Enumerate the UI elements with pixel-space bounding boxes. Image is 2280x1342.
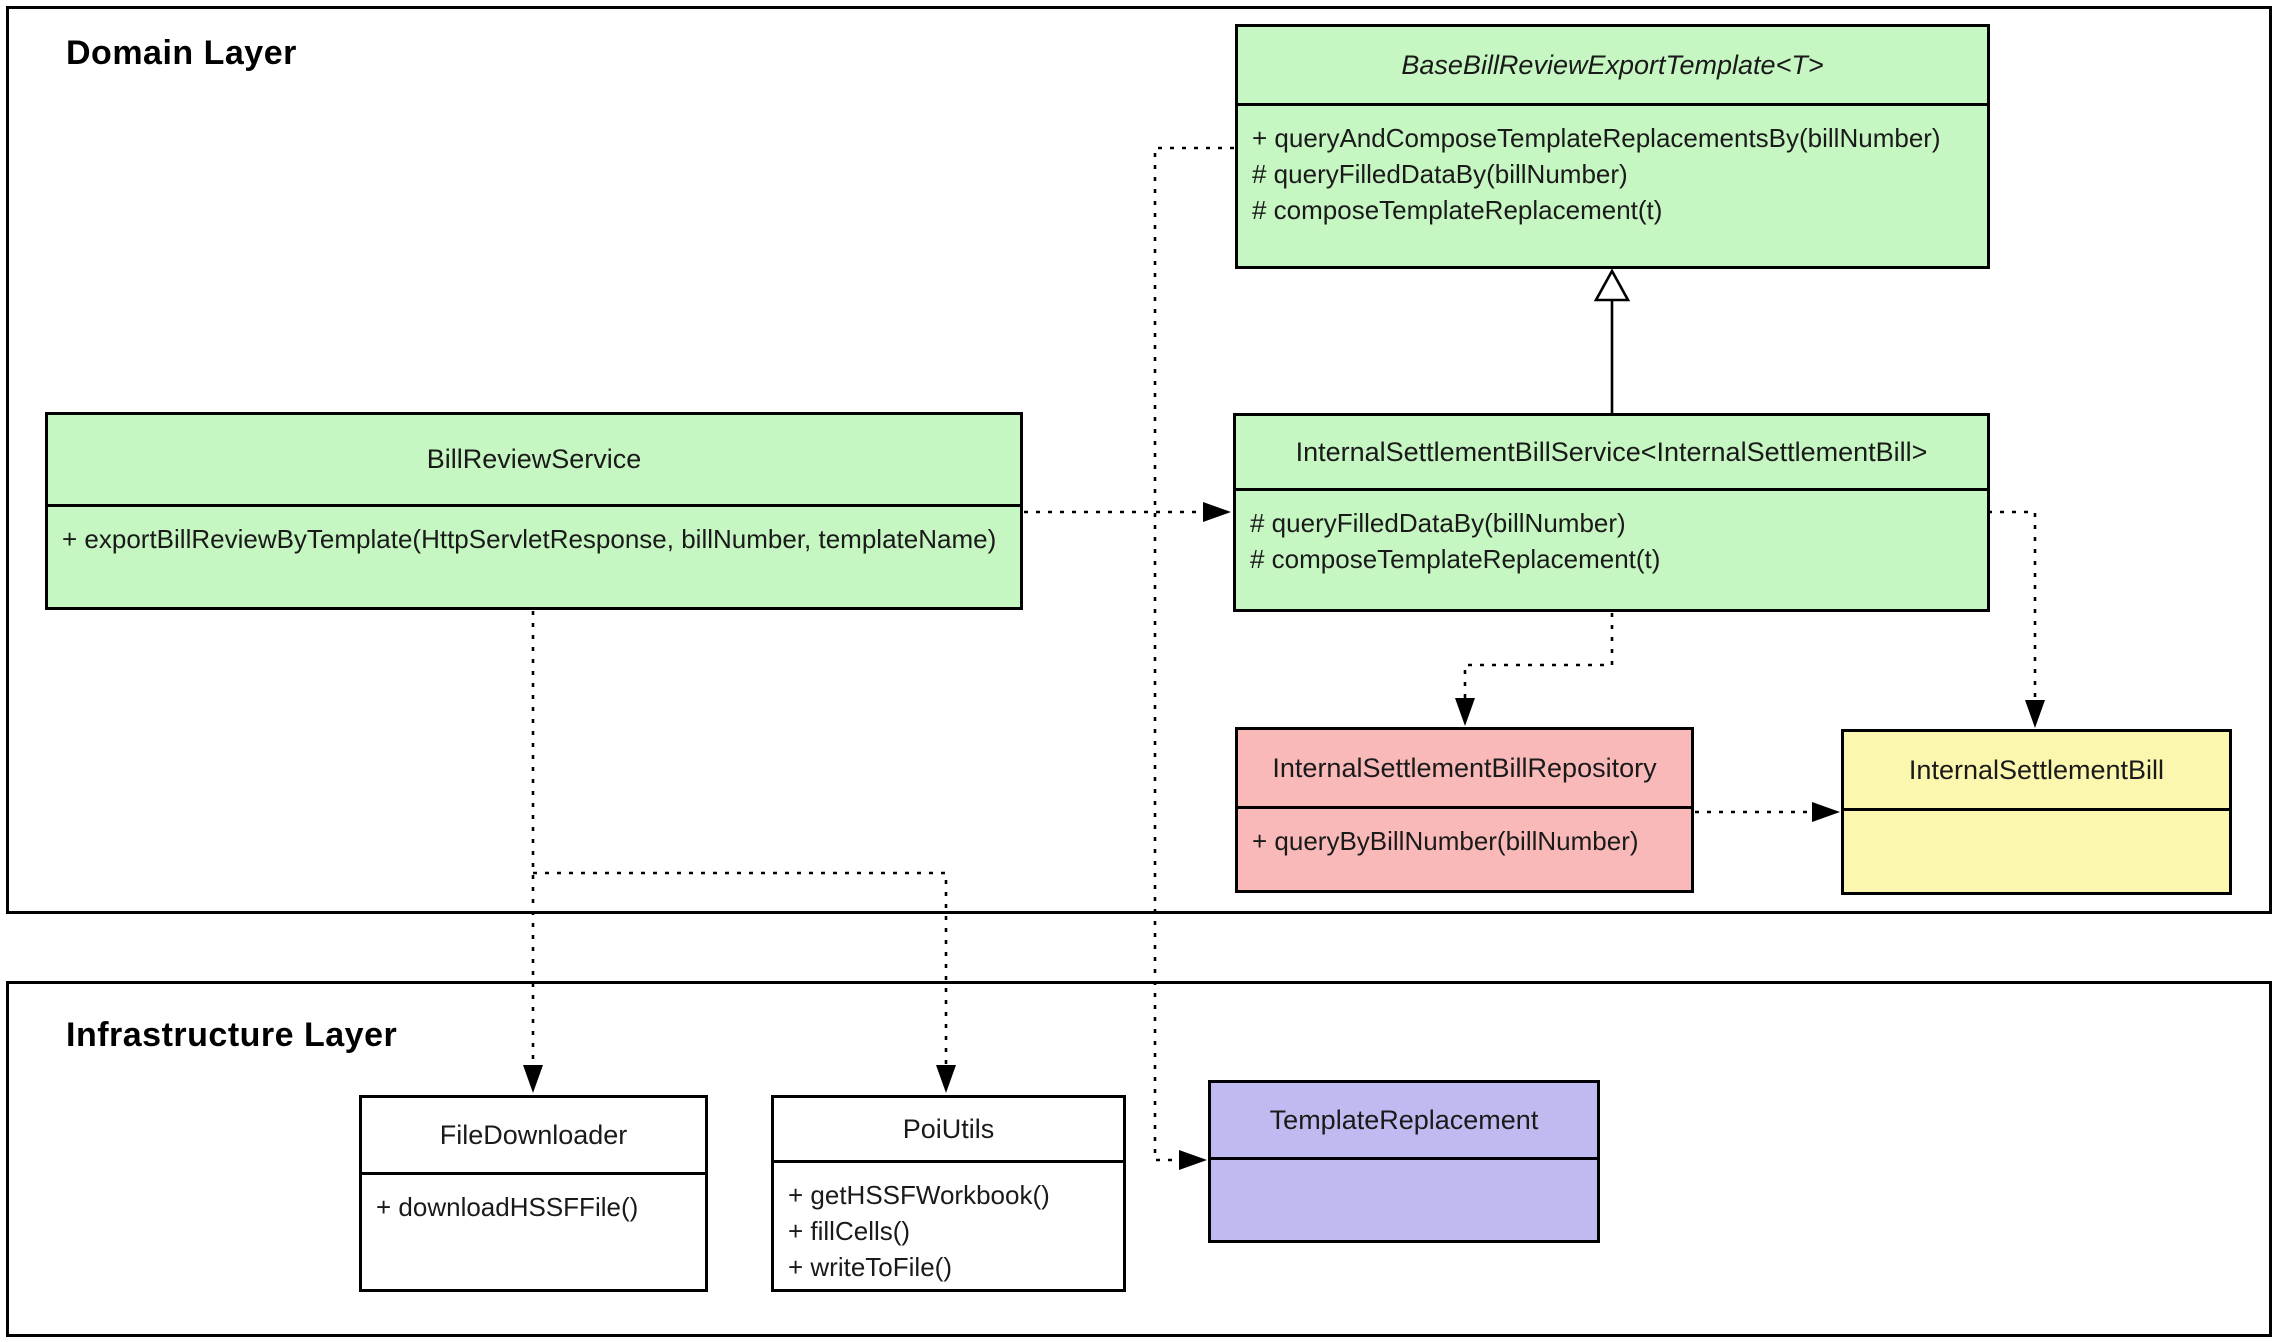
infrastructure-layer-frame xyxy=(6,981,2272,1337)
class-title: FileDownloader xyxy=(362,1098,705,1175)
class-title: InternalSettlementBill xyxy=(1844,732,2229,811)
class-title: PoiUtils xyxy=(774,1098,1123,1163)
method-entry: + getHSSFWorkbook() xyxy=(788,1180,1050,1210)
method-entry: # composeTemplateReplacement(t) xyxy=(1252,195,1663,225)
dependency-edge-billreviewservice-to-service xyxy=(1024,502,1231,522)
class-base-bill-review-export-template: BaseBillReviewExportTemplate<T> + queryA… xyxy=(1235,24,1990,269)
class-internal-settlement-bill: InternalSettlementBill xyxy=(1841,729,2232,895)
method-entry: + fillCells() xyxy=(788,1216,911,1246)
dependency-edge-service-to-bill xyxy=(1988,510,2045,728)
class-methods xyxy=(1211,1160,1597,1240)
infrastructure-layer-label: Infrastructure Layer xyxy=(66,1016,398,1054)
class-methods: + getHSSFWorkbook() + fillCells() + writ… xyxy=(774,1163,1123,1289)
method-entry: # queryFilledDataBy(billNumber) xyxy=(1250,508,1626,538)
dependency-edge-repository-to-bill xyxy=(1695,802,1840,822)
class-title: InternalSettlementBillRepository xyxy=(1238,730,1691,809)
dependency-edge-service-to-repository xyxy=(1455,613,1614,726)
method-entry: # queryFilledDataBy(billNumber) xyxy=(1252,159,1628,189)
method-entry: + queryByBillNumber(billNumber) xyxy=(1252,826,1639,856)
dependency-edge-billreviewservice-to-poiutils xyxy=(533,871,956,1093)
class-internal-settlement-bill-service: InternalSettlementBillService<InternalSe… xyxy=(1233,413,1990,612)
inheritance-edge-service-to-base xyxy=(1593,268,1631,413)
class-methods: + queryByBillNumber(billNumber) xyxy=(1238,809,1691,890)
class-methods: # queryFilledDataBy(billNumber) # compos… xyxy=(1236,491,1987,609)
class-methods: + exportBillReviewByTemplate(HttpServlet… xyxy=(48,507,1020,607)
class-internal-settlement-bill-repository: InternalSettlementBillRepository + query… xyxy=(1235,727,1694,893)
method-entry: + queryAndComposeTemplateReplacementsBy(… xyxy=(1252,123,1941,153)
class-methods xyxy=(1844,811,2229,892)
class-poi-utils: PoiUtils + getHSSFWorkbook() + fillCells… xyxy=(771,1095,1126,1292)
class-file-downloader: FileDownloader + downloadHSSFFile() xyxy=(359,1095,708,1292)
class-title: BaseBillReviewExportTemplate<T> xyxy=(1238,27,1987,106)
class-title: TemplateReplacement xyxy=(1211,1083,1597,1160)
method-entry: + exportBillReviewByTemplate(HttpServlet… xyxy=(62,524,997,554)
domain-layer-label: Domain Layer xyxy=(66,34,297,72)
method-entry: + downloadHSSFFile() xyxy=(376,1192,639,1222)
class-methods: + queryAndComposeTemplateReplacementsBy(… xyxy=(1238,106,1987,266)
method-entry: # composeTemplateReplacement(t) xyxy=(1250,544,1661,574)
class-title: BillReviewService xyxy=(48,415,1020,507)
class-title: InternalSettlementBillService<InternalSe… xyxy=(1236,416,1987,491)
dependency-edge-billreviewservice-to-filedownloader xyxy=(523,611,543,1093)
dependency-edge-base-to-templatereplacement xyxy=(1153,146,1234,1170)
class-bill-review-service: BillReviewService + exportBillReviewByTe… xyxy=(45,412,1023,610)
class-template-replacement: TemplateReplacement xyxy=(1208,1080,1600,1243)
domain-layer-frame xyxy=(6,6,2272,914)
method-entry: + writeToFile() xyxy=(788,1252,952,1282)
class-methods: + downloadHSSFFile() xyxy=(362,1175,705,1289)
